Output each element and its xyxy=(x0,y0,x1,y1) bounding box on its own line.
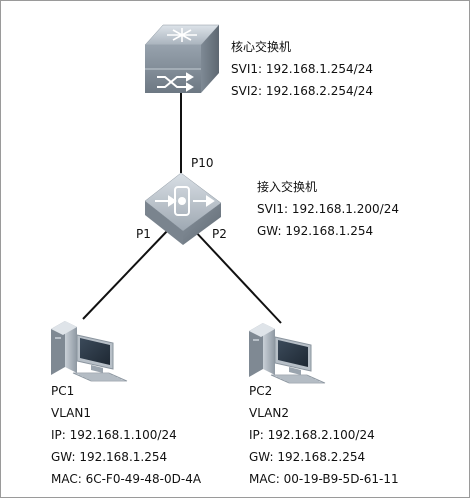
port-p1-label: P1 xyxy=(136,227,151,241)
access-switch-svi1: SVI1: 192.168.1.200/24 xyxy=(257,202,399,216)
access-switch-label: 接入交换机 SVI1: 192.168.1.200/24 GW: 192.168… xyxy=(257,179,399,245)
core-switch-label: 核心交换机 SVI1: 192.168.1.254/24 SVI2: 192.1… xyxy=(231,39,373,105)
pc1-vlan: VLAN1 xyxy=(51,406,91,420)
pc2-vlan: VLAN2 xyxy=(249,406,289,420)
access-switch-name: 接入交换机 xyxy=(257,180,318,194)
pc1-name: PC1 xyxy=(51,384,75,398)
pc2-ip: IP: 192.168.2.100/24 xyxy=(249,428,375,442)
pc1-mac: MAC: 6C-F0-49-48-0D-4A xyxy=(51,472,202,486)
port-p10-label: P10 xyxy=(191,156,214,170)
pc2-name: PC2 xyxy=(249,384,273,398)
core-switch-name: 核心交换机 xyxy=(231,40,292,54)
pc1-ip: IP: 192.168.1.100/24 xyxy=(51,428,177,442)
link-access-to-pc1 xyxy=(82,228,170,320)
port-p2-label: P2 xyxy=(212,227,227,241)
core-switch-svi1: SVI1: 192.168.1.254/24 xyxy=(231,62,373,76)
core-switch-svi2: SVI2: 192.168.2.254/24 xyxy=(231,84,373,98)
pc2-gw: GW: 192.168.2.254 xyxy=(249,450,366,464)
pc1-workstation-icon[interactable] xyxy=(47,315,131,385)
pc2-workstation-icon[interactable] xyxy=(245,317,329,387)
pc2-label: PC2 VLAN2 IP: 192.168.2.100/24 GW: 192.1… xyxy=(249,383,399,493)
access-switch-icon[interactable] xyxy=(143,171,223,247)
core-switch-icon[interactable] xyxy=(143,23,221,97)
pc2-mac: MAC: 00-19-B9-5D-61-11 xyxy=(249,472,399,486)
pc1-gw: GW: 192.168.1.254 xyxy=(51,450,168,464)
link-access-to-pc2 xyxy=(192,228,282,324)
pc1-label: PC1 VLAN1 IP: 192.168.1.100/24 GW: 192.1… xyxy=(51,383,201,493)
access-switch-gw: GW: 192.168.1.254 xyxy=(257,224,374,238)
